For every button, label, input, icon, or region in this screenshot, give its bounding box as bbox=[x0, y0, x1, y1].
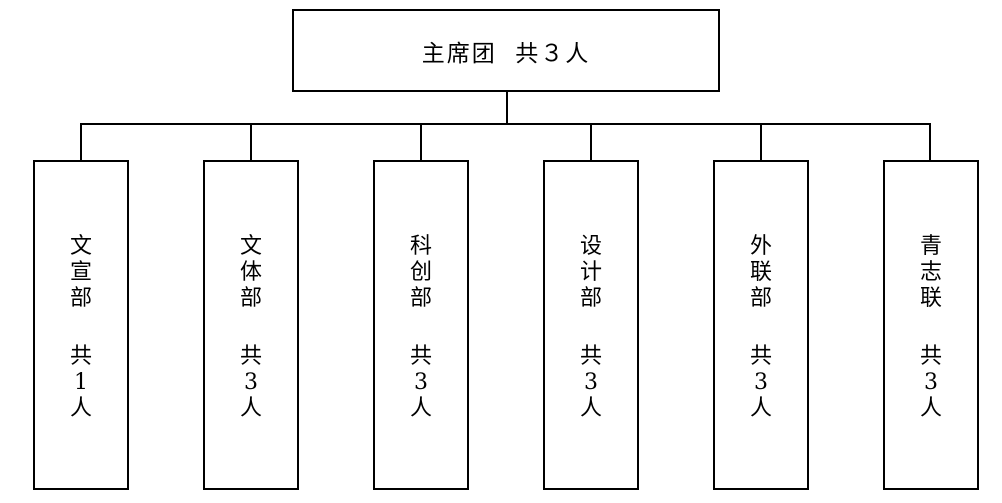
dept-name: 科创部 bbox=[409, 234, 432, 311]
dept-name: 青志联 bbox=[919, 234, 942, 311]
dept-count-unit: 人 bbox=[579, 396, 602, 421]
dept-count-word: 共 bbox=[749, 344, 772, 369]
dept-count-number: 3 bbox=[924, 370, 938, 395]
dept-count-number: 3 bbox=[584, 370, 598, 395]
dept-node-wenti: 文体部 共 3 人 bbox=[203, 160, 299, 490]
dept-name: 文宣部 bbox=[69, 234, 92, 311]
dept-node-sheji: 设计部 共 3 人 bbox=[543, 160, 639, 490]
connector-5 bbox=[929, 123, 931, 161]
dept-count-word: 共 bbox=[579, 344, 602, 369]
dept-count-word: 共 bbox=[919, 344, 942, 369]
dept-count-number: 1 bbox=[74, 370, 88, 395]
root-connector bbox=[506, 92, 508, 124]
dept-node-qingzhilian: 青志联 共 3 人 bbox=[883, 160, 979, 490]
horizontal-bus bbox=[80, 123, 931, 125]
dept-node-wenxuan: 文宣部 共 1 人 bbox=[33, 160, 129, 490]
connector-0 bbox=[80, 123, 82, 161]
dept-count-word: 共 bbox=[69, 344, 92, 369]
dept-count-unit: 人 bbox=[239, 396, 262, 421]
dept-count-word: 共 bbox=[409, 344, 432, 369]
dept-node-kechuang: 科创部 共 3 人 bbox=[373, 160, 469, 490]
connector-3 bbox=[590, 123, 592, 161]
dept-count-number: 3 bbox=[414, 370, 428, 395]
dept-count-word: 共 bbox=[239, 344, 262, 369]
root-label: 主席团 共３人 bbox=[421, 40, 591, 67]
dept-count-number: 3 bbox=[244, 370, 258, 395]
dept-name: 设计部 bbox=[579, 234, 602, 311]
dept-count-unit: 人 bbox=[749, 396, 772, 421]
connector-1 bbox=[250, 123, 252, 161]
dept-count-unit: 人 bbox=[409, 396, 432, 421]
dept-node-wailian: 外联部 共 3 人 bbox=[713, 160, 809, 490]
dept-name: 文体部 bbox=[239, 234, 262, 311]
root-node: 主席团 共３人 bbox=[292, 9, 720, 92]
dept-count-unit: 人 bbox=[919, 396, 942, 421]
dept-count-number: 3 bbox=[754, 370, 768, 395]
dept-name: 外联部 bbox=[749, 234, 772, 311]
connector-2 bbox=[420, 123, 422, 161]
connector-4 bbox=[760, 123, 762, 161]
dept-count-unit: 人 bbox=[69, 396, 92, 421]
